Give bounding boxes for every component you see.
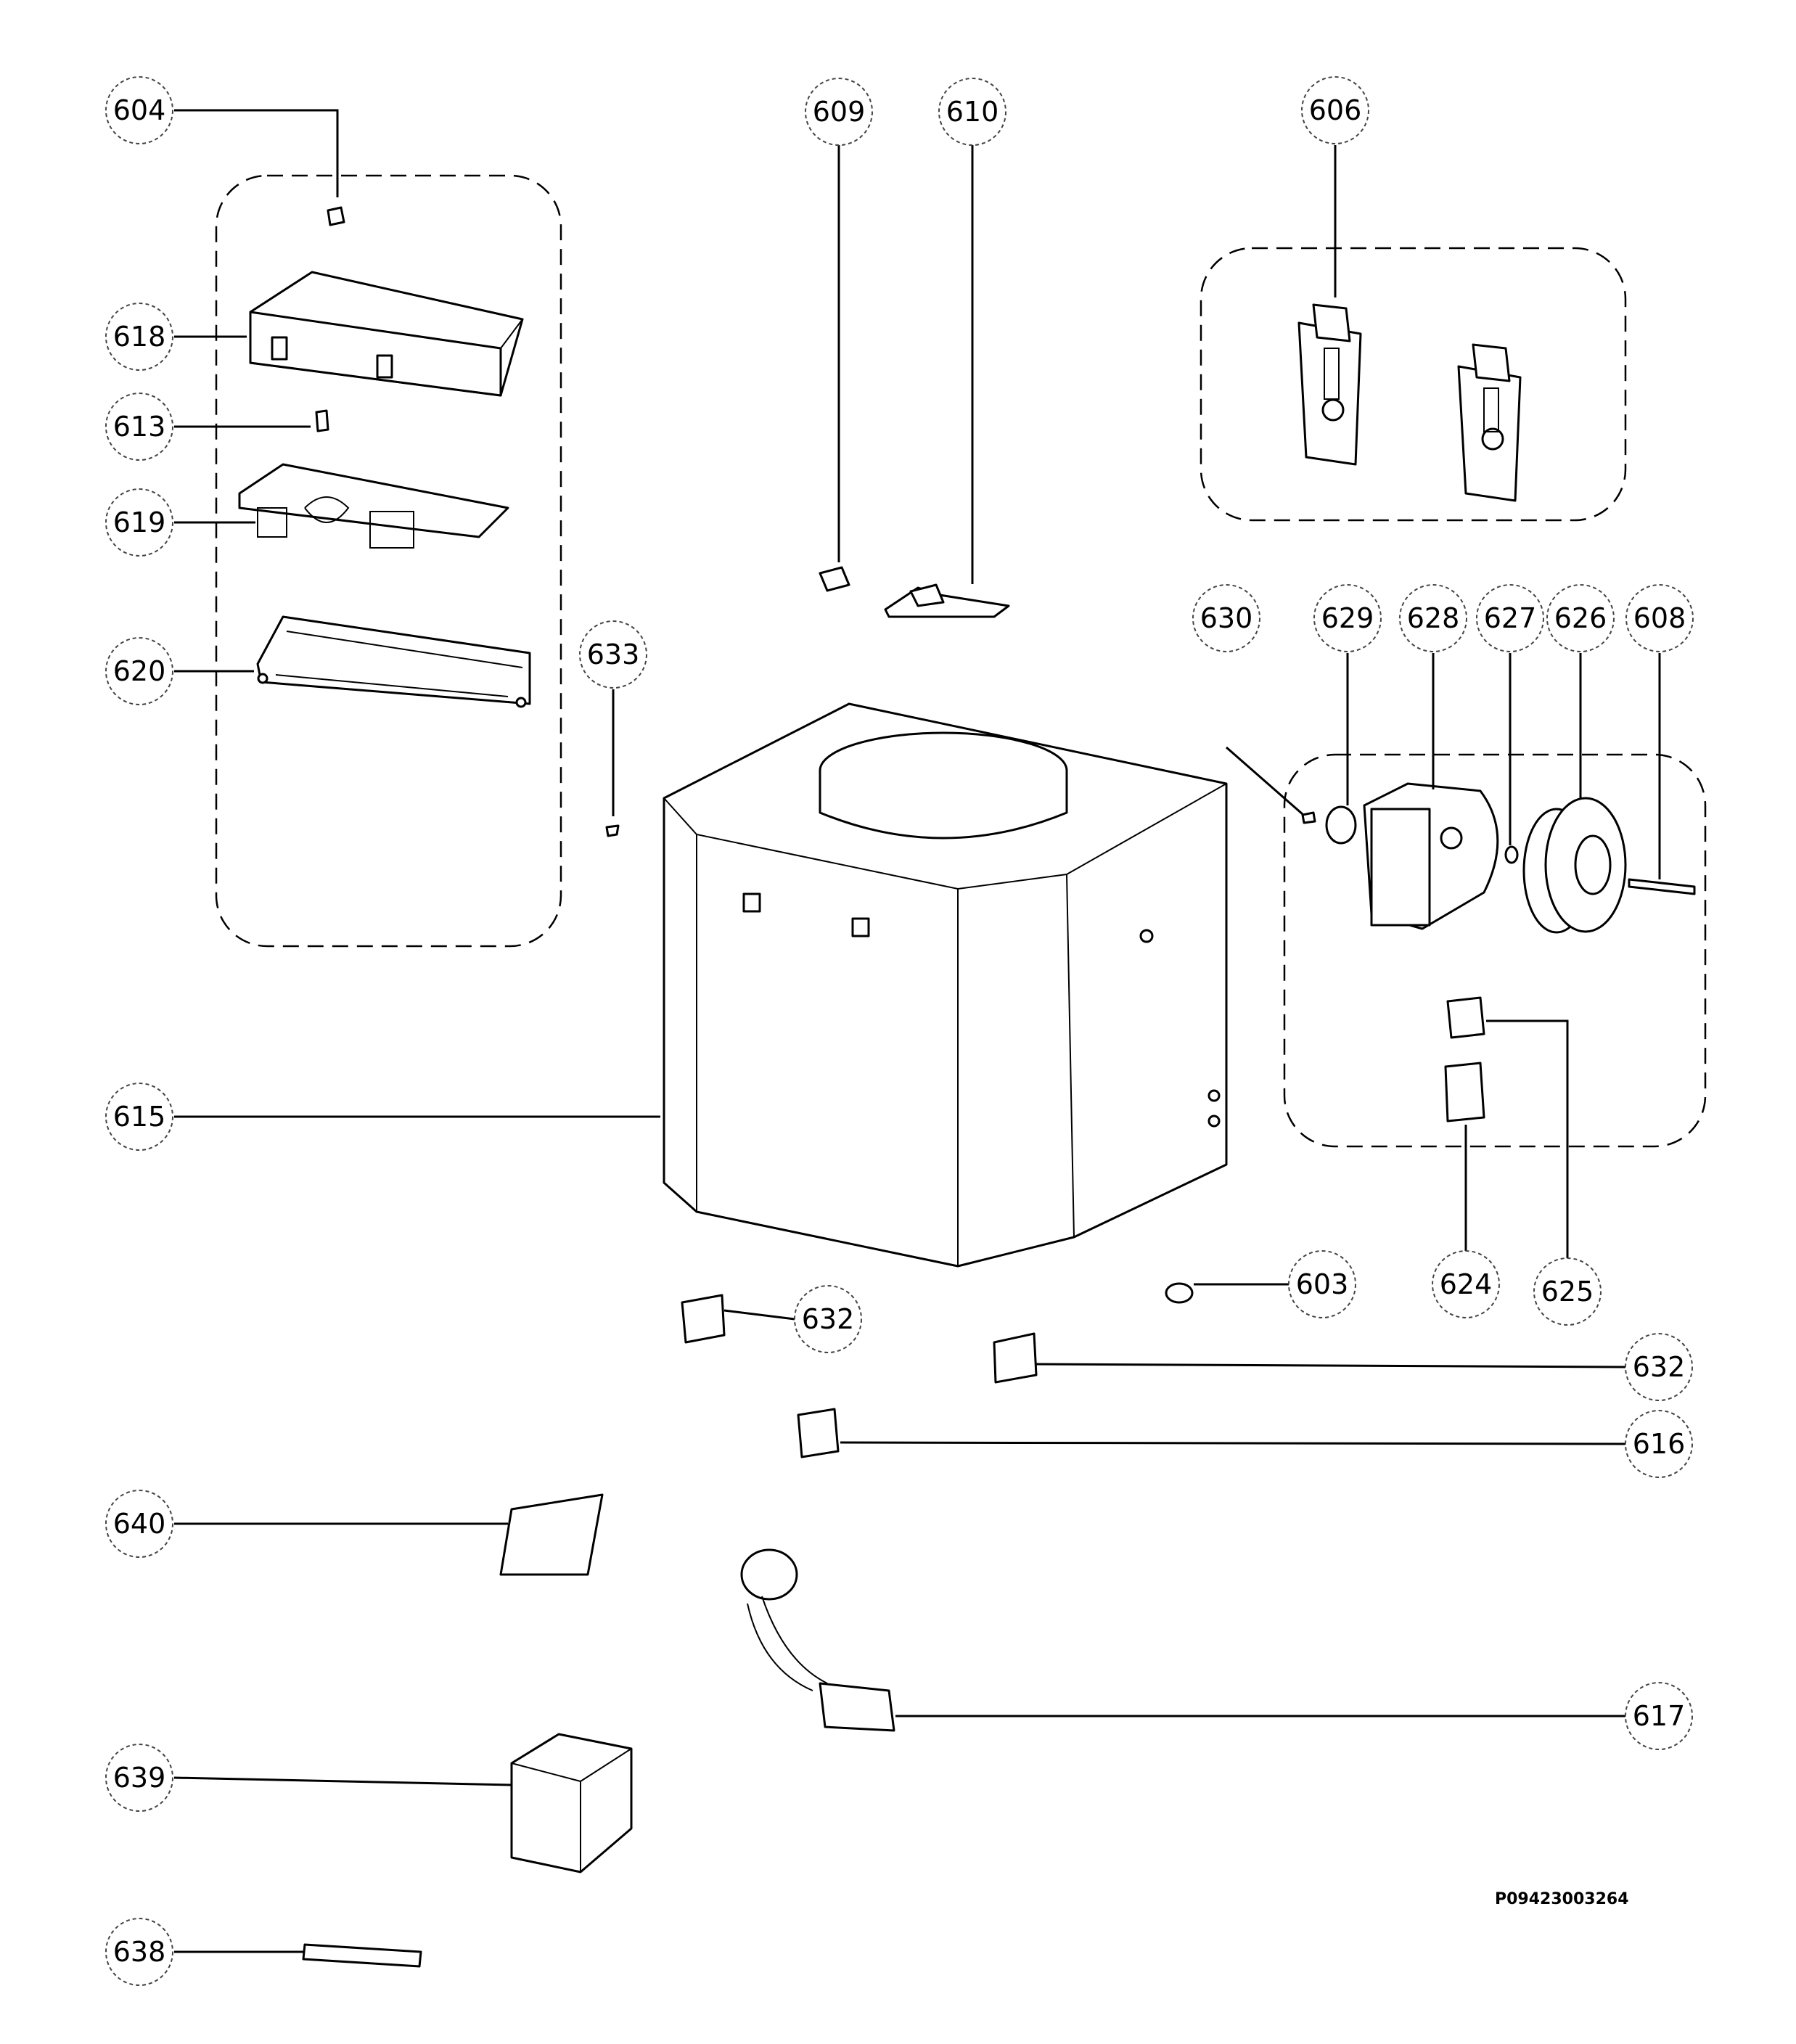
svg-text:624: 624 (1440, 1268, 1493, 1300)
callout-640: 640 (105, 1490, 173, 1558)
svg-text:610: 610 (946, 96, 999, 128)
svg-text:628: 628 (1407, 602, 1460, 634)
part-628-motor (1363, 782, 1499, 930)
callout-618: 618 (105, 303, 173, 371)
part-632-clip-left (681, 1294, 726, 1344)
svg-text:625: 625 (1541, 1276, 1594, 1308)
part-613-knob (315, 409, 329, 432)
part-629-washer (1325, 805, 1357, 845)
leader-616 (840, 1441, 1626, 1445)
part-619-circuit-board (238, 463, 509, 549)
leader-639 (173, 1776, 512, 1786)
svg-text:633: 633 (587, 639, 640, 670)
svg-text:613: 613 (113, 411, 166, 443)
callout-632-left: 632 (794, 1285, 862, 1353)
callout-613: 613 (105, 393, 173, 461)
part-603-grommet (1165, 1282, 1194, 1304)
svg-text:632: 632 (802, 1303, 855, 1335)
leader-604 (174, 109, 339, 197)
svg-text:616: 616 (1633, 1428, 1686, 1460)
callout-615: 615 (105, 1083, 173, 1151)
part-609-clip (819, 566, 850, 592)
part-610-bracket (884, 583, 1010, 618)
svg-text:617: 617 (1633, 1700, 1686, 1732)
svg-text:618: 618 (113, 321, 166, 353)
part-625-connector (1446, 996, 1485, 1039)
part-640-plate (499, 1493, 604, 1576)
part-604-cap (327, 206, 345, 226)
callout-610: 610 (938, 78, 1006, 146)
leader-632b (1036, 1363, 1626, 1368)
part-618-control-box (249, 271, 524, 397)
callout-609: 609 (805, 78, 873, 146)
part-608-shaft (1628, 878, 1696, 895)
callout-628: 628 (1399, 584, 1467, 652)
svg-text:640: 640 (113, 1508, 166, 1540)
svg-text:620: 620 (113, 655, 166, 687)
bracket-group-outline (1200, 247, 1627, 522)
svg-text:606: 606 (1309, 94, 1362, 126)
part-615-housing (663, 702, 1228, 1268)
leader-630 (1226, 746, 1303, 816)
callout-608: 608 (1625, 584, 1694, 652)
callout-620: 620 (105, 637, 173, 705)
part-638-terminal-strip (302, 1943, 422, 1968)
motor-group-outline (1283, 753, 1707, 1148)
callout-606: 606 (1301, 76, 1369, 144)
part-620-base-tray (256, 615, 531, 708)
callout-632-right: 632 (1625, 1333, 1693, 1401)
svg-text:608: 608 (1633, 602, 1686, 634)
svg-text:615: 615 (113, 1101, 166, 1133)
callout-625: 625 (1533, 1257, 1602, 1326)
callout-638: 638 (105, 1918, 173, 1986)
callout-617: 617 (1625, 1682, 1693, 1750)
callout-629: 629 (1313, 584, 1382, 652)
part-626-fan-wheel (1522, 797, 1627, 934)
part-633-screw (605, 824, 620, 837)
control-unit-group-outline (215, 174, 562, 948)
svg-text:630: 630 (1200, 602, 1253, 634)
drawing-code: P09423003264 (1495, 1890, 1629, 1908)
part-617-cable (740, 1548, 895, 1732)
part-630-screw (1301, 811, 1316, 824)
svg-text:629: 629 (1321, 602, 1374, 634)
callout-630: 630 (1192, 584, 1260, 652)
part-616-switch (797, 1408, 840, 1458)
callout-603: 603 (1288, 1250, 1356, 1318)
part-639-terminal-box (510, 1733, 633, 1873)
part-632-clip-right (993, 1332, 1038, 1384)
leader-632a (723, 1309, 795, 1321)
callout-624: 624 (1432, 1250, 1500, 1318)
svg-text:604: 604 (113, 94, 166, 126)
callout-616: 616 (1625, 1410, 1693, 1478)
svg-text:632: 632 (1633, 1351, 1686, 1383)
callout-619: 619 (105, 488, 173, 557)
svg-text:603: 603 (1296, 1268, 1349, 1300)
svg-text:619: 619 (113, 506, 166, 538)
part-624-connector (1444, 1062, 1485, 1122)
callout-633: 633 (579, 620, 647, 689)
svg-text:609: 609 (813, 96, 866, 128)
callout-627: 627 (1476, 584, 1544, 652)
leader-625 (1486, 1019, 1569, 1259)
part-627-nut (1504, 845, 1519, 864)
svg-text:639: 639 (113, 1762, 166, 1794)
svg-text:627: 627 (1484, 602, 1537, 634)
callout-639: 639 (105, 1744, 173, 1812)
part-606-wall-brackets (1297, 303, 1522, 502)
svg-text:638: 638 (113, 1936, 166, 1968)
callout-626: 626 (1546, 584, 1615, 652)
callout-604: 604 (105, 76, 173, 144)
svg-text:626: 626 (1554, 602, 1607, 634)
